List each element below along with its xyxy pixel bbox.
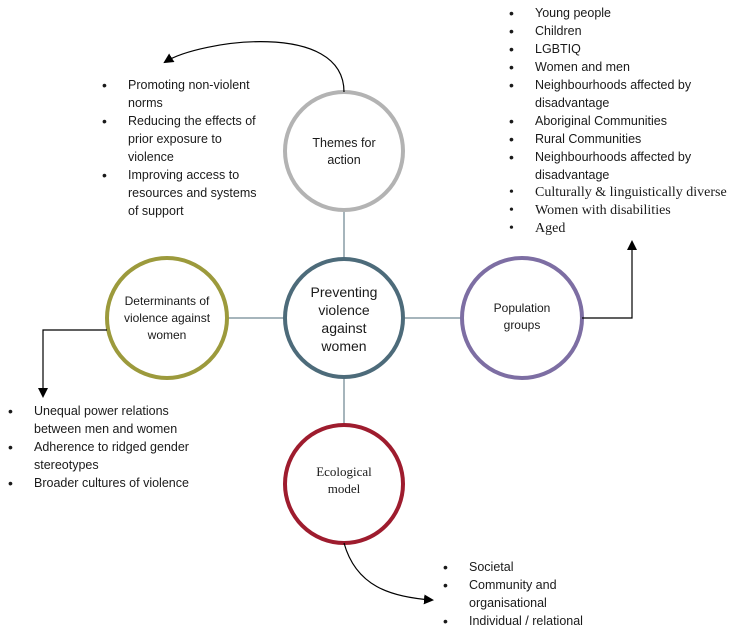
themes-list: Promoting non-violent norms Reducing the… bbox=[100, 76, 260, 220]
ecological-label: Ecological model bbox=[316, 464, 372, 496]
list-item: Community and organisational bbox=[441, 576, 591, 612]
determinants-circle bbox=[105, 256, 229, 380]
list-item: Individual / relational bbox=[441, 612, 591, 630]
arrow-to-population bbox=[582, 240, 637, 319]
list-item: Societal bbox=[441, 558, 591, 576]
determinants-list: Unequal power relations between men and … bbox=[6, 402, 216, 492]
list-item: Adherence to ridged gender stereotypes bbox=[6, 438, 216, 474]
list-item: Reducing the effects of prior exposure t… bbox=[100, 112, 260, 166]
list-item: Women with disabilities bbox=[507, 202, 736, 220]
list-item: Aboriginal Communities bbox=[507, 112, 736, 130]
center-label: Preventing violence against women bbox=[310, 284, 378, 354]
list-item: Women and men bbox=[507, 58, 736, 76]
determinants-label: Determinants of violence against women bbox=[123, 293, 211, 342]
center-circle bbox=[283, 257, 405, 379]
arrow-to-ecological bbox=[343, 542, 434, 605]
ecological-list: Societal Community and organisational In… bbox=[441, 558, 591, 630]
list-item: Unequal power relations between men and … bbox=[6, 402, 216, 438]
list-item: Improving access to resources and system… bbox=[100, 166, 260, 220]
arrow-to-themes bbox=[163, 41, 345, 93]
population-list: Young people Children LGBTIQ Women and m… bbox=[507, 4, 736, 238]
population-label: Population groups bbox=[493, 301, 551, 332]
list-item: Neighbourhoods affected by disadvantage bbox=[507, 148, 736, 184]
list-item: Broader cultures of violence bbox=[6, 474, 216, 492]
list-item: LGBTIQ bbox=[507, 40, 736, 58]
list-item: Culturally & linguistically diverse bbox=[507, 184, 736, 202]
list-item: Young people bbox=[507, 4, 736, 22]
arrow-to-determinants bbox=[38, 329, 107, 398]
list-item: Promoting non-violent norms bbox=[100, 76, 260, 112]
list-item: Neighbourhoods affected by disadvantage bbox=[507, 76, 736, 112]
list-item: Aged bbox=[507, 220, 736, 238]
list-item: Rural Communities bbox=[507, 130, 736, 148]
list-item: Children bbox=[507, 22, 736, 40]
themes-label: Themes for action bbox=[312, 136, 376, 167]
